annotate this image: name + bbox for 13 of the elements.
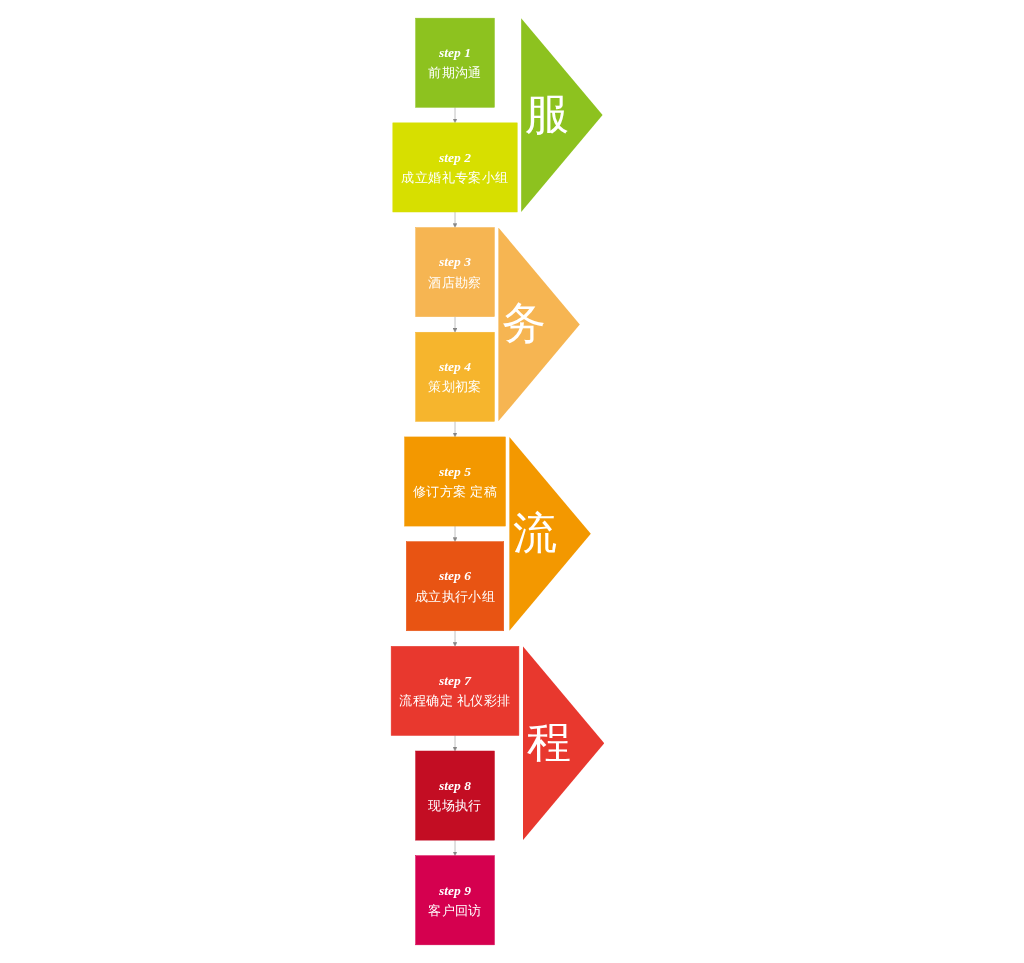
- chevron-label: 务: [498, 227, 580, 422]
- node-box: step 6 成立执行小组: [406, 541, 504, 631]
- chevron-label: 程: [522, 646, 605, 841]
- node-box: step 7 流程确定 礼仪彩排: [390, 646, 520, 736]
- node-box: step 8 现场执行: [415, 750, 495, 841]
- chevron-label: 流: [509, 436, 591, 631]
- node-box: step 3 酒店勘察: [415, 227, 495, 317]
- node-box: step 4 策划初案: [415, 332, 495, 422]
- chevron-label: 服: [521, 18, 603, 212]
- node-box: step 9 客户回访: [415, 855, 495, 946]
- node-box: step 2 成立婚礼专案小组: [392, 122, 518, 213]
- node-box: step 1 前期沟通: [415, 17, 495, 108]
- node-box: step 5 修订方案 定稿: [404, 436, 506, 527]
